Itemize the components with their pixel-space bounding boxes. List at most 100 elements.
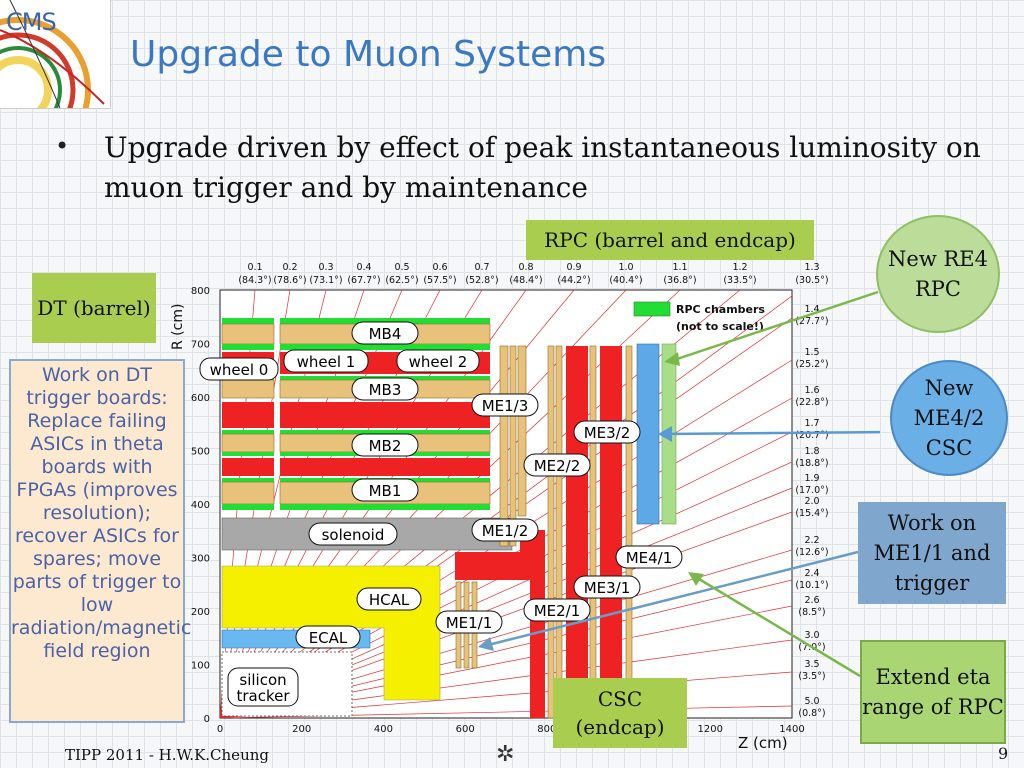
tag-mb2: MB2 [351, 433, 419, 457]
svg-text:ME1/3: ME1/3 [482, 397, 529, 415]
eta-value-label: 1.7 [804, 418, 819, 429]
svg-text:MB3: MB3 [369, 381, 402, 399]
eta-value-label: 2.4 [804, 568, 819, 579]
footer-author: TIPP 2011 - H.W.K.Cheung [65, 746, 269, 764]
bullet-marker: • [55, 132, 70, 160]
eta-value-label: 2.2 [804, 535, 819, 546]
z-tick-label: 600 [456, 724, 475, 735]
svg-text:ME1/2: ME1/2 [482, 522, 529, 540]
svg-text:HCAL: HCAL [369, 591, 410, 609]
page-title: Upgrade to Muon Systems [130, 34, 607, 75]
eta-angle-label: (73.1°) [309, 275, 342, 286]
svg-text:ME4/1: ME4/1 [626, 549, 673, 567]
z-tick-label: 1400 [779, 724, 804, 735]
r-axis-label: R (cm) [170, 304, 186, 350]
eta-value-label: 1.8 [804, 446, 819, 457]
tag-wheel2: wheel 2 [396, 349, 480, 373]
rpc-label: RPC (barrel and endcap) [526, 220, 814, 260]
r-tick-label: 800 [191, 286, 210, 297]
r-tick-label: 400 [191, 500, 210, 511]
z-tick-label: 200 [292, 724, 311, 735]
tag-me31: ME3/1 [573, 575, 641, 599]
tag-mb4: MB4 [351, 321, 419, 345]
eta-angle-label: (3.5°) [798, 671, 825, 682]
fermilab-logo-icon: ✲ [496, 742, 515, 767]
eta-value-label: 0.4 [356, 262, 371, 273]
eta-value-label: 0.6 [432, 262, 447, 273]
diagram-tags: MB4 wheel 0 wheel 1 wheel 2 MB3 ME1/3 ME… [199, 321, 683, 707]
r-tick-label: 700 [191, 340, 210, 351]
svg-text:ME1/1: ME1/1 [446, 614, 493, 632]
tag-wheel1: wheel 1 [283, 349, 369, 373]
eta-value-label: 2.0 [804, 496, 819, 507]
z-tick-label: 0 [217, 724, 223, 735]
svg-text:wheel 0: wheel 0 [210, 361, 269, 379]
r-axis-ticks: 0 100 200 300 400 500 600 700 800 [191, 286, 210, 725]
legend-line1: RPC chambers [676, 303, 765, 316]
svg-text:tracker: tracker [236, 687, 290, 705]
extend-eta-callout: Extend eta range of RPC [860, 640, 1006, 744]
r-tick-label: 500 [191, 447, 210, 458]
svg-text:solenoid: solenoid [322, 526, 385, 544]
z-axis-label: Z (cm) [738, 734, 788, 752]
eta-angle-label: (84.3°) [238, 275, 271, 286]
tag-me22: ME2/2 [523, 453, 591, 477]
svg-text:ME3/1: ME3/1 [584, 579, 631, 597]
svg-text:MB2: MB2 [369, 437, 402, 455]
tag-me21: ME2/1 [523, 598, 591, 622]
r-tick-label: 600 [191, 393, 210, 404]
tag-me32: ME3/2 [573, 420, 641, 444]
eta-angle-label: (36.8°) [663, 275, 696, 286]
page-number: 9 [998, 744, 1009, 763]
new-me42-csc-callout: New ME4/2 CSC [890, 360, 1008, 476]
eta-top-labels: 0.1 (84.3°) 0.2 (78.6°) 0.3 (73.1°) 0.4 (67.7°)… [238, 262, 828, 286]
r-tick-label: 300 [191, 554, 210, 565]
eta-value-label: 0.5 [394, 262, 409, 273]
eta-value-label: 1.2 [732, 262, 747, 273]
svg-text:ME3/2: ME3/2 [584, 424, 631, 442]
tag-me13: ME1/3 [471, 393, 539, 417]
eta-value-label: 0.7 [474, 262, 489, 273]
eta-angle-label: (30.5°) [795, 275, 828, 286]
eta-angle-label: (40.4°) [609, 275, 642, 286]
eta-angle-label: (22.8°) [795, 397, 828, 408]
eta-angle-label: (67.7°) [347, 275, 380, 286]
eta-angle-label: (62.5°) [385, 275, 418, 286]
eta-angle-label: (8.5°) [798, 607, 825, 618]
eta-value-label: 1.5 [804, 347, 819, 358]
eta-value-label: 3.0 [804, 630, 819, 641]
eta-value-label: 2.6 [804, 595, 819, 606]
svg-text:ME2/1: ME2/1 [534, 602, 581, 620]
eta-value-label: 0.9 [566, 262, 581, 273]
eta-angle-label: (33.5°) [723, 275, 756, 286]
eta-angle-label: (78.6°) [273, 275, 306, 286]
svg-text:MB4: MB4 [369, 325, 402, 343]
svg-text:MB1: MB1 [369, 482, 402, 500]
svg-text:ECAL: ECAL [309, 629, 348, 647]
r-tick-label: 200 [191, 607, 210, 618]
eta-angle-label: (10.1°) [795, 580, 828, 591]
svg-text:ME2/2: ME2/2 [534, 457, 581, 475]
z-axis-ticks: 0200400600800100012001400 [217, 724, 805, 735]
r-tick-label: 0 [204, 714, 210, 725]
svg-text:silicon: silicon [239, 671, 286, 689]
r-tick-label: 100 [191, 661, 210, 672]
eta-angle-label: (48.4°) [509, 275, 542, 286]
csc-label: CSC (endcap) [553, 678, 687, 748]
eta-value-label: 1.1 [672, 262, 687, 273]
eta-value-label: 0.2 [282, 262, 297, 273]
eta-value-label: 0.1 [247, 262, 262, 273]
eta-value-label: 0.3 [318, 262, 333, 273]
legend-swatch [633, 301, 671, 317]
eta-value-label: 1.9 [804, 473, 819, 484]
cms-logo-graphic [0, 0, 105, 108]
eta-right-labels: 1.4(27.7°)1.5(25.2°)1.6(22.8°)1.7(20.7°)… [795, 304, 828, 719]
svg-text:wheel 1: wheel 1 [297, 353, 356, 371]
tag-solenoid: solenoid [308, 522, 398, 546]
tag-mb3: MB3 [351, 377, 419, 401]
tag-wheel0: wheel 0 [199, 357, 279, 381]
dt-work-note: Work on DT trigger boards: Replace faili… [9, 359, 191, 723]
eta-value-label: 3.5 [804, 659, 819, 670]
tag-hcal: HCAL [356, 587, 422, 611]
cms-logo: CMS [0, 0, 111, 109]
